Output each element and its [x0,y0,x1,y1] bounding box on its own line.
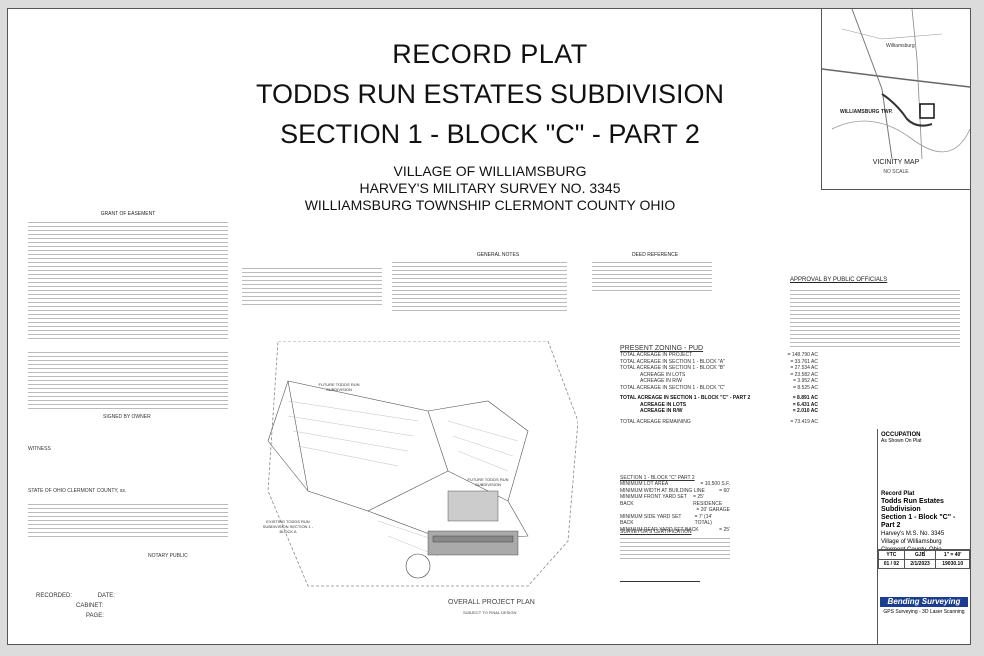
subtitle-line-3: WILLIAMSBURG TOWNSHIP CLERMONT COUNTY OH… [304,197,676,213]
subtitle-line-2: HARVEY'S MILITARY SURVEY NO. 3345 [359,180,621,196]
approval-text [790,287,960,347]
occupation-sub: As Shown On Plat [881,438,922,444]
surveyor-cert: SURVEYOR'S CERTIFICATION ​ [620,529,740,582]
setback-row: MINIMUM REAR YARD SET BACK= 25' [620,526,730,533]
vicinity-place-1: Williamsburg [886,43,915,49]
surveyor-header: SURVEYOR'S CERTIFICATION [620,529,692,535]
title-line-1: RECORD PLAT [392,39,588,69]
surveyor-text [620,535,730,559]
zoning-row-bold: TOTAL ACREAGE IN SECTION 1 - BLOCK "C" -… [620,395,818,401]
recorded-label: RECORDED: [36,593,73,599]
page-label: PAGE: [86,613,104,619]
owner-header: SIGNED BY OWNER [103,414,151,420]
notary-text [28,501,228,537]
cabinet-label: CABINET: [76,603,104,609]
title-block-panel [877,429,970,644]
title-line-3: SECTION 1 - BLOCK "C" - PART 2 [280,119,700,149]
drawing-info-table: YTC GJB 1" = 40' 01 / 02 2/1/2023 19030.… [878,549,970,569]
notary-label: NOTARY PUBLIC [148,553,188,559]
record-plat-title: Record Plat [881,491,915,497]
record-plat-line4: Village of Williamsburg [881,539,942,545]
title-line-2: TODDS RUN ESTATES SUBDIVISION [255,79,725,109]
owner-text [28,349,228,409]
map-caption: OVERALL PROJECT PLAN [448,599,535,606]
setback-row: MINIMUM LOT AREA= 10,500 S.F. [620,481,730,487]
grant-text [28,219,228,339]
setback-row: MINIMUM FRONT YARD SET BACK= 25' RESIDEN… [620,494,723,507]
setback-row: MINIMUM SIDE YARD SET BACK= 7' (14' TOTA… [620,513,713,527]
recorded-block: RECORDED: DATE: CABINET: PAGE: [36,591,115,621]
scale: 1" = 40' [935,550,970,560]
sheet-number: 01 / 02 [878,559,905,569]
date: 2/1/2023 [903,559,937,569]
plat-sheet: RECORD PLAT TODDS RUN ESTATES SUBDIVISIO… [7,8,971,645]
vicinity-map-drawing [821,9,970,160]
map-label-3: EXISTING TODDS RUN SUBDIVISION SECTION 1… [262,519,314,534]
checked-by: GJB [903,550,937,560]
job-number: 19030.10 [935,559,970,569]
section-block-header: SECTION 1 - BLOCK "C" PART 2 [620,475,695,481]
vicinity-label: VICINITY MAP [872,159,920,166]
zoning-row: TOTAL ACREAGE IN PROJECT= 148.790 AC [620,352,818,358]
zoning-row-remaining: TOTAL ACREAGE REMAINING= 73.419 AC [620,418,818,425]
record-plat-line1: Todds Run Estates Subdivision [881,498,944,513]
grant-header: GRANT OF EASEMENT [100,211,156,217]
zoning-row: TOTAL ACREAGE IN SECTION 1 - BLOCK "B"= … [620,365,818,371]
subtitle-line-1: VILLAGE OF WILLIAMSBURG [393,163,587,179]
general-notes [392,259,567,313]
witness-label: WITNESS [28,446,51,452]
deed-text [592,259,712,293]
date-label: DATE: [97,593,115,599]
surveyor-signature: ​ [620,573,700,582]
project-plan-map [267,341,578,587]
company-logo: Bending Surveying [880,597,968,607]
zoning-row: ACREAGE IN R/W= 3.952 AC [640,378,818,384]
map-subcaption: SUBJECT TO FINAL DESIGN [463,610,517,615]
zoning-row: TOTAL ACREAGE IN SECTION 1 - BLOCK "A"= … [620,358,818,365]
present-zoning-table: PRESENT ZONING - PUD TOTAL ACREAGE IN PR… [620,345,818,425]
occupation-title: OCCUPATION [881,432,921,438]
record-plat-box: Record Plat Todds Run Estates Subdivisio… [878,487,970,557]
vicinity-scale: NO SCALE [883,169,909,175]
general-notes-header: GENERAL NOTES [476,252,520,258]
present-zoning-header: PRESENT ZONING - PUD [620,345,704,352]
village-notes [242,265,382,305]
occupation-box: OCCUPATION As Shown On Plat [878,429,970,447]
map-label-2: FUTURE TODDS RUN SUBDIVISION [467,477,509,487]
approval-header: APPROVAL BY PUBLIC OFFICIALS [790,277,888,283]
record-plat-line3: Harvey's M.S. No. 3345 [881,531,945,537]
section-block-table: SECTION 1 - BLOCK "C" PART 2 MINIMUM LOT… [620,475,730,533]
drawn-by: YTC [878,550,905,560]
record-plat-line2: Section 1 - Block "C" - Part 2 [881,514,956,529]
zoning-row-bold: ACREAGE IN R/W= 2.010 AC [640,408,818,414]
vicinity-place-2: WILLIAMSBURG TWP. [840,109,893,115]
zoning-row: TOTAL ACREAGE IN SECTION 1 - BLOCK "C"= … [620,384,818,391]
approval-block: APPROVAL BY PUBLIC OFFICIALS [790,277,970,347]
company-tagline: GPS Surveying - 3D Laser Scanning [883,609,965,615]
setback-row: = 20' GARAGE [696,507,730,513]
deed-header: DEED REFERENCE [631,252,679,258]
map-label-1: FUTURE TODDS RUN SUBDIVISION [318,382,360,392]
zoning-row: ACREAGE IN LOTS= 23.582 AC [640,371,818,378]
vicinity-map: Williamsburg WILLIAMSBURG TWP. VICINITY … [821,9,970,190]
state-label: STATE OF OHIO CLERMONT COUNTY, ss. [28,488,127,494]
zoning-row-bold: ACREAGE IN LOTS= 6.431 AC [640,401,818,408]
setback-row: MINIMUM WIDTH AT BUILDING LINE= 60' [620,487,730,494]
